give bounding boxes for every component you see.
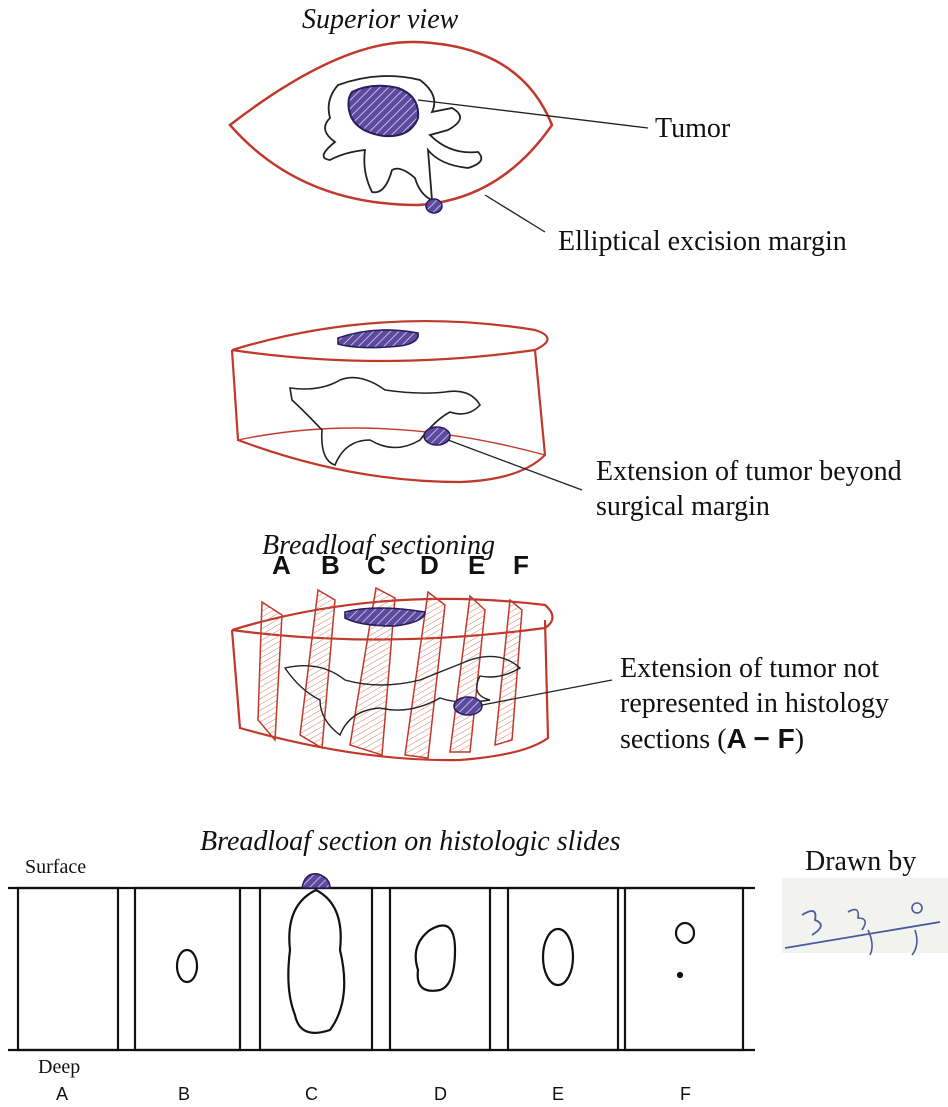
margin-label: Elliptical excision margin [558, 225, 847, 259]
slide-d-tumor [416, 926, 455, 991]
breadloaf-tumor-surface [345, 608, 425, 626]
section-letter-e: E [468, 550, 485, 581]
deep-label: Deep [38, 1056, 80, 1079]
section-letter-c: C [367, 550, 386, 581]
slide-c [260, 888, 372, 1050]
section-letter-d: D [420, 550, 439, 581]
block-tumor-nodule [424, 427, 450, 445]
superior-tumor-satellite [426, 199, 442, 213]
slide-f-dot [678, 973, 682, 977]
slide-b-tumor [177, 950, 197, 982]
tumor-label: Tumor [655, 112, 730, 146]
section-letter-f: F [513, 550, 529, 581]
not-represented-line2: represented in histology [620, 687, 889, 721]
superior-view-title: Superior view [302, 4, 458, 36]
slide-label-a: A [56, 1084, 68, 1105]
slide-label-b: B [178, 1084, 190, 1105]
section-plane-a [258, 602, 282, 740]
superior-view-figure [230, 42, 648, 232]
extension-label-line2: surgical margin [596, 490, 770, 524]
block-tumor-extension [290, 378, 480, 465]
slide-label-e: E [552, 1084, 564, 1105]
sections-prefix: sections ( [620, 724, 727, 755]
slide-label-d: D [434, 1084, 447, 1105]
breadloaf-block-figure [232, 588, 612, 760]
slide-label-c: C [305, 1084, 318, 1105]
slide-a [18, 888, 118, 1050]
tumor-leader-line [418, 100, 648, 128]
section-plane-f [495, 600, 522, 745]
section-plane-b [300, 590, 335, 748]
slide-e-tumor [543, 929, 573, 985]
sections-range: A − F [727, 723, 795, 754]
signature [782, 878, 948, 955]
section-plane-e [450, 596, 485, 752]
slide-d [390, 888, 490, 1050]
surface-label: Surface [25, 856, 86, 879]
extension-label-line1: Extension of tumor beyond [596, 455, 902, 489]
not-represented-line1: Extension of tumor not [620, 652, 879, 686]
block-tumor-surface [338, 330, 418, 348]
histologic-slides [8, 874, 755, 1050]
block-body [232, 350, 545, 482]
breadloaf-tumor-nodule [454, 697, 482, 715]
slides-title: Breadloaf section on histologic slides [200, 826, 620, 858]
excision-block-figure [232, 321, 582, 490]
drawn-by-label: Drawn by [805, 845, 916, 879]
not-represented-line3: sections (A − F) [620, 722, 804, 757]
block-bottom-back [238, 428, 545, 455]
margin-leader-line [485, 195, 545, 232]
slide-e [508, 888, 618, 1050]
slide-c-surface-tumor [302, 874, 330, 888]
section-letter-a: A [272, 550, 291, 581]
slide-label-f: F [680, 1084, 691, 1105]
slide-f-tumor [676, 923, 694, 943]
sections-suffix: ) [795, 724, 804, 755]
superior-tumor-mass [348, 86, 418, 136]
slide-c-tumor [288, 890, 344, 1033]
slide-f [625, 888, 743, 1050]
slide-b [135, 888, 240, 1050]
section-letter-b: B [321, 550, 340, 581]
